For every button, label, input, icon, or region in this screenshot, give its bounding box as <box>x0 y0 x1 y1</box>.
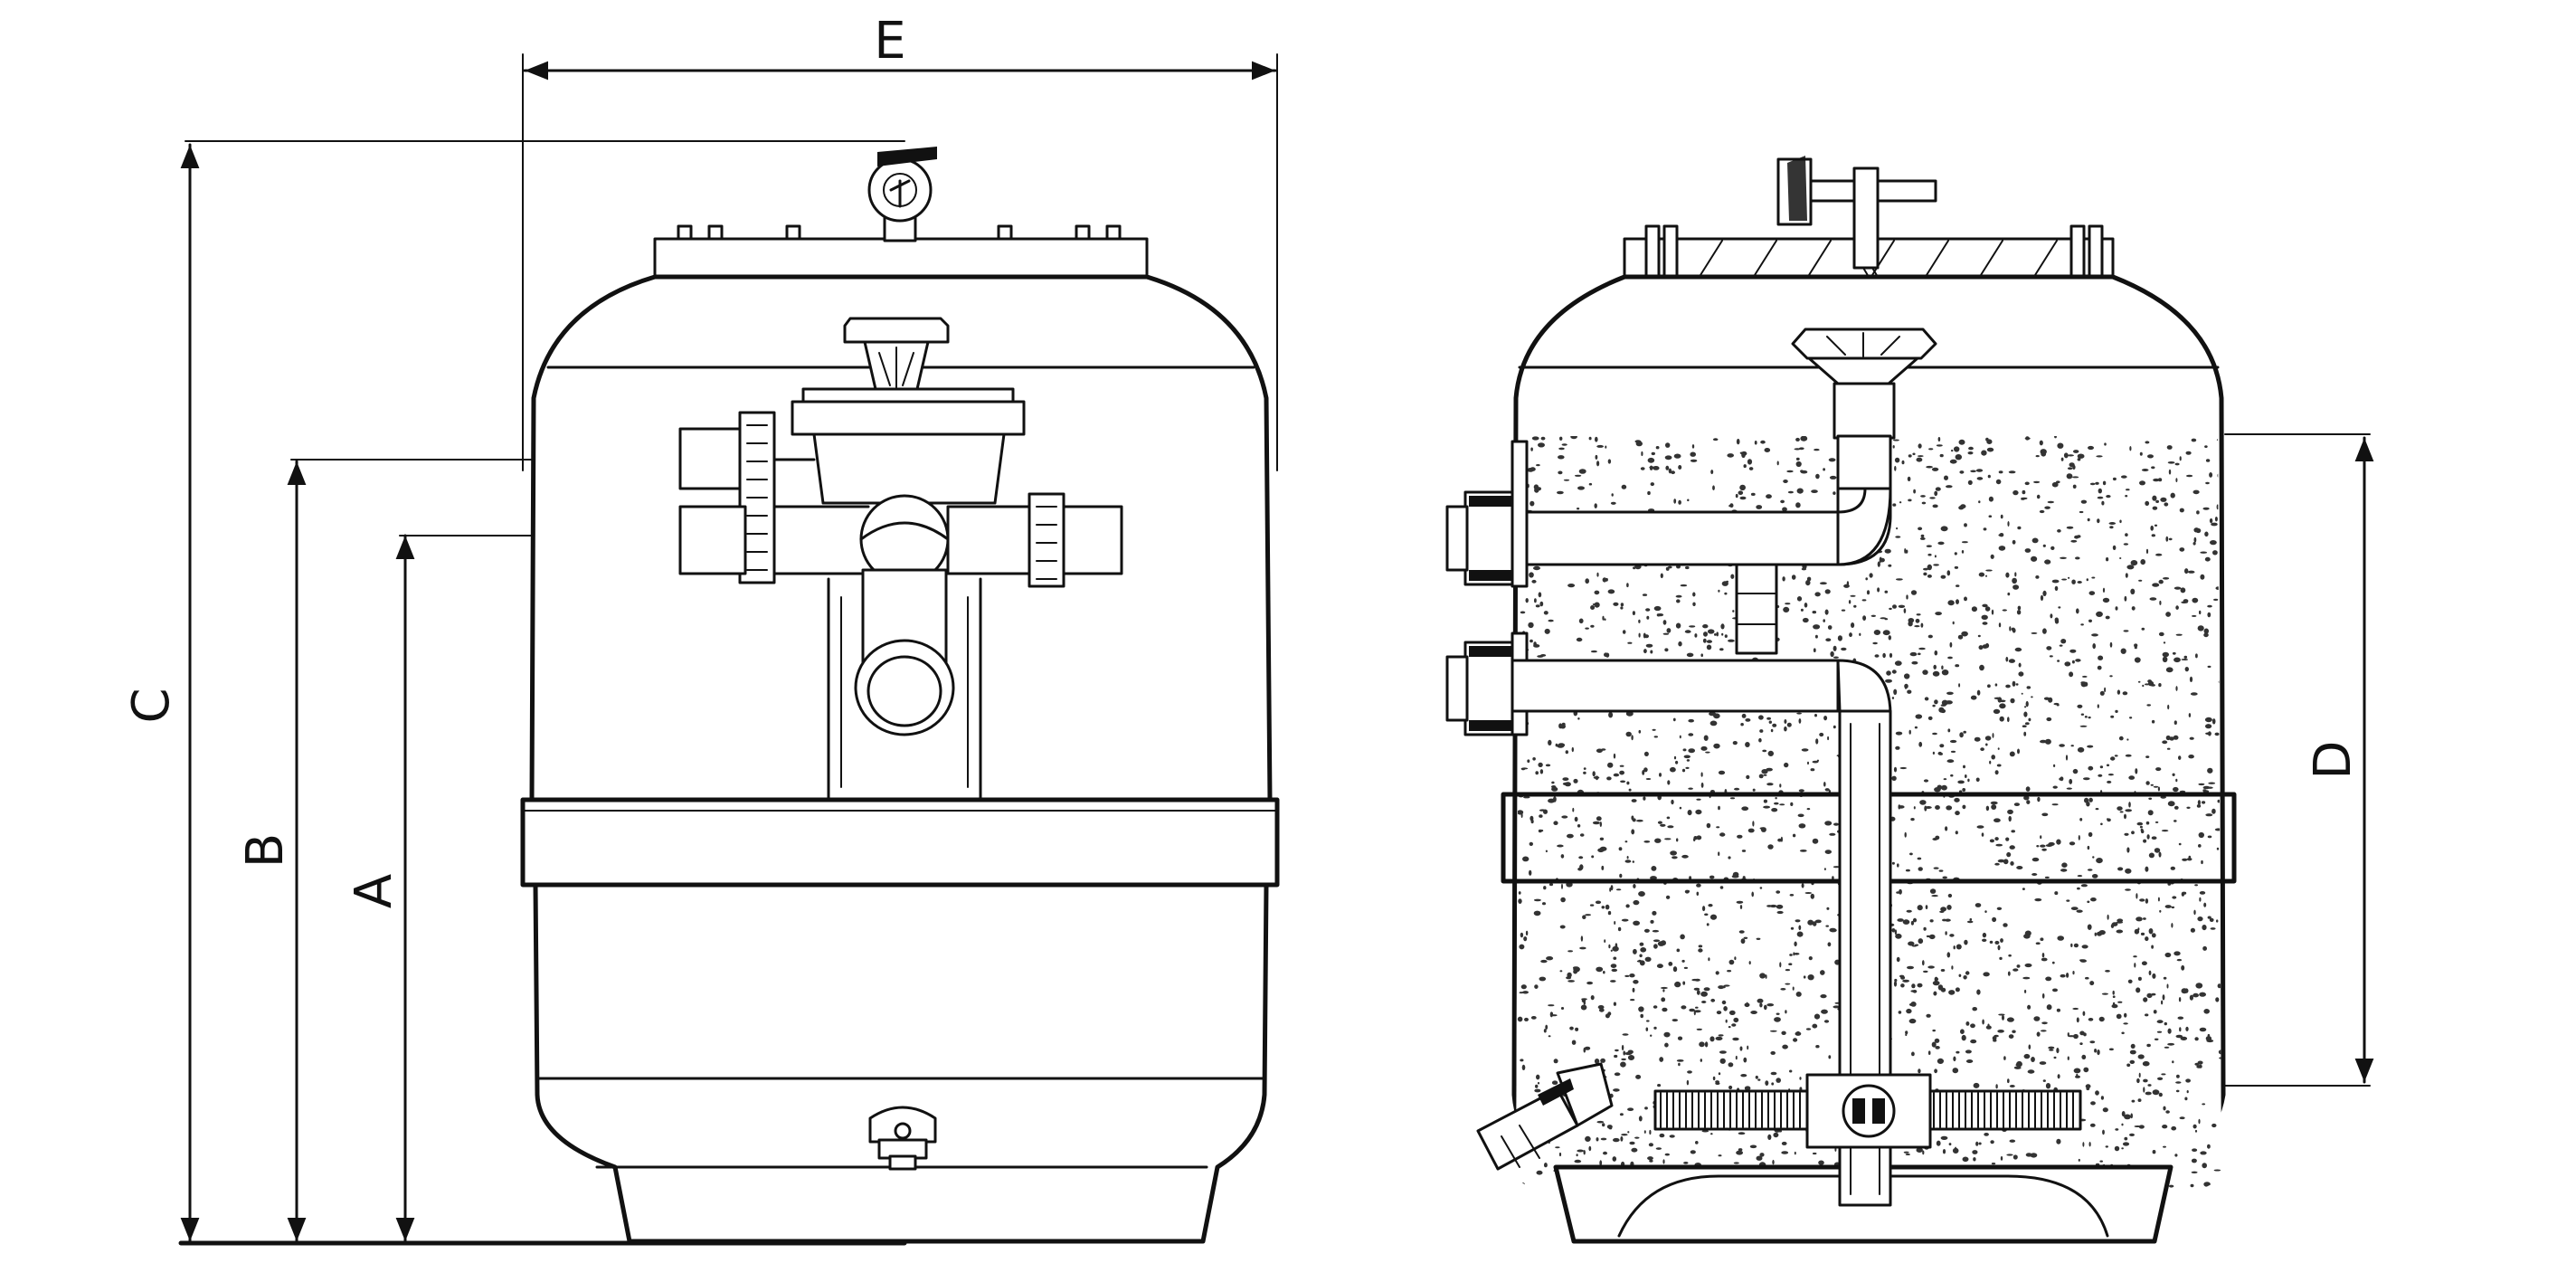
section-drain-valve <box>1476 1062 1614 1171</box>
side-port-upper <box>1445 440 1529 588</box>
lid-bolts <box>677 224 1122 241</box>
front-view-filter <box>520 147 1280 1244</box>
pipe-coupling <box>1735 563 1778 655</box>
lateral-collectors <box>1653 1073 2082 1149</box>
air-vent-valve <box>867 147 937 242</box>
drain-plug <box>868 1106 937 1171</box>
union-nut-right <box>1028 492 1065 588</box>
valve-handle <box>843 317 950 344</box>
dimension-label-d: D <box>2304 740 2363 779</box>
dimension-label-c: C <box>122 688 181 723</box>
section-air-vent <box>1776 156 1937 278</box>
lid <box>653 147 1149 279</box>
dimension-label-e: E <box>874 12 905 71</box>
section-view-filter <box>1445 156 2237 1244</box>
lid-flange <box>653 237 1149 279</box>
dimension-labels: E C B A D <box>122 12 2363 908</box>
multiport-valve <box>678 317 1123 802</box>
inlet-pipe <box>1511 434 1892 566</box>
dimension-label-b: B <box>236 833 295 868</box>
lower-tank-body <box>533 882 1269 1244</box>
top-diffuser <box>1791 328 1937 440</box>
central-clamp-band <box>520 797 1280 888</box>
dimension-label-a: A <box>345 874 403 908</box>
